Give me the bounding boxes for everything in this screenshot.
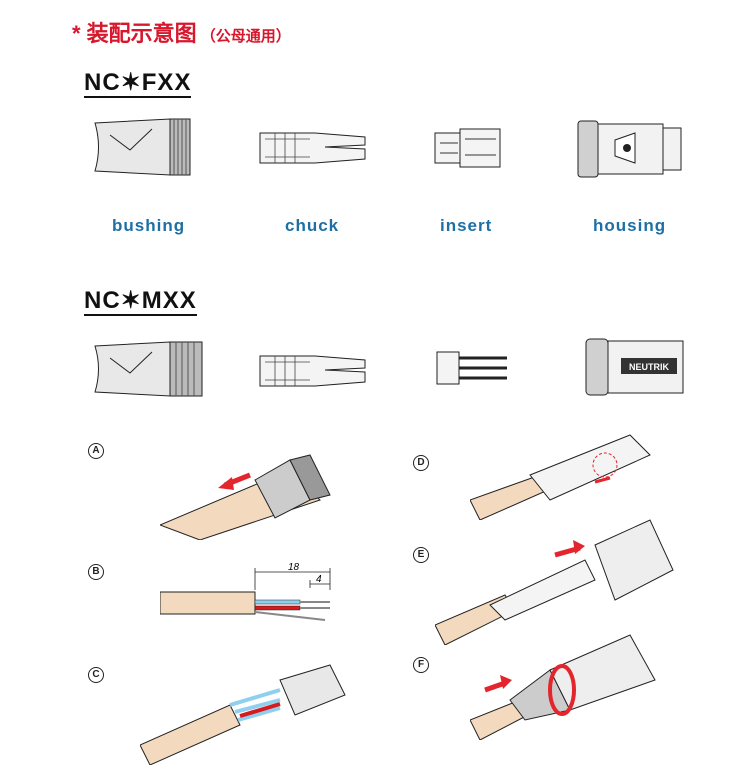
fxx-bushing-drawing bbox=[94, 118, 191, 176]
step-e-drawing bbox=[435, 519, 674, 645]
part-label-housing: housing bbox=[593, 216, 667, 235]
fxx-heading: NC✶FXX bbox=[84, 69, 192, 98]
step-d-marker: D bbox=[413, 455, 429, 471]
dimension-4: 4 bbox=[316, 574, 322, 585]
step-c-marker: C bbox=[88, 667, 104, 683]
step-f-drawing bbox=[470, 634, 656, 740]
mxx-insert-drawing bbox=[436, 351, 507, 385]
mxx-housing-drawing: NEUTRIK bbox=[585, 338, 684, 396]
mxx-heading: NC✶MXX bbox=[84, 287, 197, 316]
fxx-chuck-drawing bbox=[259, 132, 366, 164]
step-a-drawing bbox=[160, 454, 331, 540]
dimension-18: 18 bbox=[288, 562, 300, 573]
step-b-marker: B bbox=[88, 564, 104, 580]
neutrik-logo: NEUTRIK bbox=[629, 362, 669, 372]
step-d-drawing bbox=[470, 434, 651, 520]
fxx-housing-drawing bbox=[577, 120, 682, 178]
step-c-drawing bbox=[140, 664, 346, 765]
title-subtitle: （公母通用） bbox=[200, 28, 291, 45]
step-a-marker: A bbox=[88, 443, 104, 459]
page-title: * 装配示意图（公母通用） bbox=[72, 16, 291, 48]
mxx-chuck-drawing bbox=[259, 355, 366, 387]
part-label-insert: insert bbox=[440, 216, 493, 235]
fxx-insert-drawing bbox=[434, 128, 501, 168]
part-label-chuck: chuck bbox=[285, 216, 340, 235]
step-b-drawing: 18 4 bbox=[160, 562, 331, 621]
mxx-bushing-drawing bbox=[94, 341, 203, 397]
part-label-bushing: bushing bbox=[112, 216, 186, 235]
step-f-marker: F bbox=[413, 657, 429, 673]
title-main: * 装配示意图 bbox=[72, 21, 197, 46]
step-e-marker: E bbox=[413, 547, 429, 563]
